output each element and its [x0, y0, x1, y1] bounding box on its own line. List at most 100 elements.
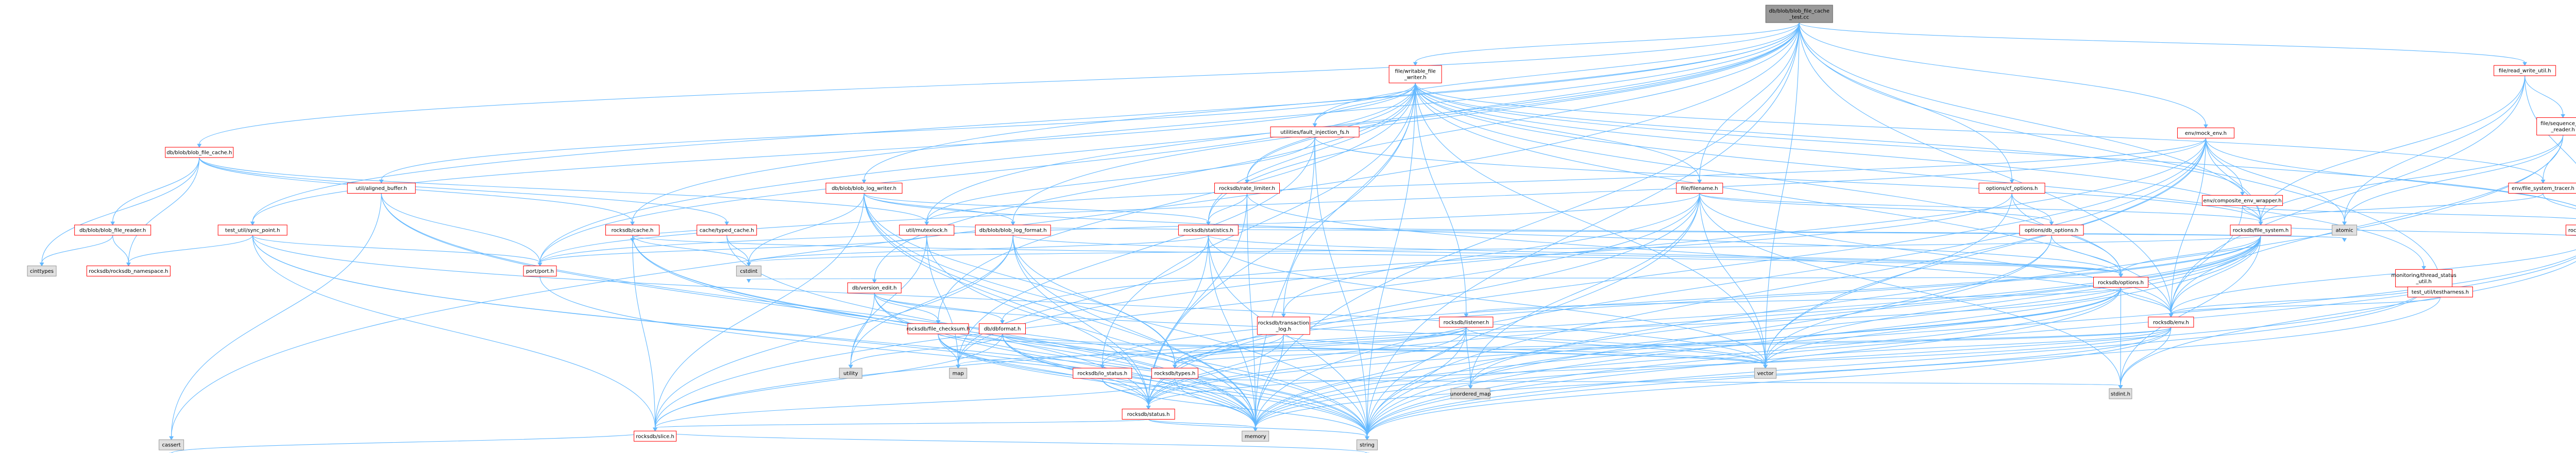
node-blf[interactable]: db/blob/blob_log_format.h — [975, 224, 1051, 236]
edge-types-to-stdint — [1174, 378, 2123, 389]
edge-seqfr-to-rfs — [2258, 135, 2564, 225]
edge-mockenv-to-map — [956, 138, 2206, 369]
edge-versionedit-to-fchecksum — [874, 293, 941, 324]
edge-renv-to-map — [956, 327, 2172, 369]
edge-rfs-to-ropts — [2119, 235, 2261, 278]
edge-renv-to-vector — [1763, 327, 2172, 369]
node-filename[interactable]: file/filename.h — [1676, 183, 1723, 194]
node-testharness[interactable]: test_util/testharness.h — [2407, 286, 2473, 298]
edge-rfs-to-types — [1172, 235, 2261, 369]
node-syncpt[interactable]: test_util/sync_point.h — [217, 224, 287, 236]
node-envwrap[interactable]: env/composite_env_wrapper.h — [2202, 195, 2283, 206]
edge-fwf-to-sysclock — [1415, 83, 2576, 206]
edge-blw-to-slice — [653, 193, 865, 432]
node-bfc[interactable]: db/blob/blob_file_cache.h — [165, 147, 234, 158]
node-label: cstdint — [740, 269, 757, 274]
node-blw[interactable]: db/blob/blob_log_writer.h — [825, 183, 903, 194]
node-mockenv[interactable]: env/mock_env.h — [2177, 127, 2234, 138]
edge-listener-to-iostatus — [1100, 327, 1467, 369]
node-cache[interactable]: rocksdb/cache.h — [605, 224, 660, 236]
edge-mockenv-to-renv — [2168, 138, 2206, 318]
node-blobfr[interactable]: db/blob/blob_file_reader.h — [74, 224, 151, 236]
node-label: rocksdb/listener.h — [1444, 320, 1489, 325]
node-mutexlock[interactable]: util/mutexlock.h — [899, 224, 955, 236]
edge-fault-to-mutexlock — [924, 137, 1315, 225]
node-status[interactable]: rocksdb/status.h — [1122, 409, 1175, 420]
edge-cache-to-status — [632, 235, 1151, 410]
node-fault[interactable]: utilities/fault_injection_fs.h — [1270, 126, 1360, 137]
node-label: string — [1360, 443, 1375, 448]
node-alignbuf[interactable]: util/aligned_buffer.h — [347, 183, 416, 194]
edge-rwu-to-rfs — [2258, 76, 2526, 225]
node-label: cache/typed_cache.h — [700, 228, 754, 234]
node-rfs[interactable]: rocksdb/file_system.h — [2230, 224, 2292, 236]
edge-seqfr-to-renv — [2168, 135, 2564, 318]
edge-slice-to-string — [655, 430, 1369, 453]
node-port[interactable]: port/port.h — [523, 265, 557, 276]
node-typedcache[interactable]: cache/typed_cache.h — [697, 224, 757, 236]
edge-root-to-mockenv — [1799, 22, 2208, 129]
edge-root-to-rfs — [1799, 22, 2263, 225]
edge-root-to-filename — [1697, 22, 1800, 184]
node-label: db/blob/blob_log_writer.h — [832, 186, 896, 191]
edge-root-to-bfc — [197, 22, 1800, 148]
node-sysclock[interactable]: rocksdb/system_clock.h — [2565, 224, 2576, 236]
node-fchecksum[interactable]: rocksdb/file_checksum.h — [907, 323, 970, 335]
edge-rfs-to-memory — [1253, 235, 2261, 432]
node-dbformat[interactable]: db/dbformat.h — [979, 323, 1026, 335]
edge-rfs-to-cstdint — [746, 235, 2261, 267]
edge-slice-to-cassert — [169, 430, 656, 453]
node-seqfr[interactable]: file/sequence_file_reader.h — [2536, 117, 2576, 135]
edge-fstracer-to-rfs — [2258, 193, 2544, 225]
edge-root-to-rwu — [1799, 22, 2528, 66]
node-versionedit[interactable]: db/version_edit.h — [847, 282, 902, 293]
node-fstracer[interactable]: env/file_system_tracer.h — [2508, 183, 2576, 194]
edge-root-to-fault — [1312, 22, 1800, 128]
edge-mutexlock-to-memory — [926, 235, 1258, 432]
node-label: rocksdb/system_clock.h — [2568, 228, 2576, 234]
edge-ropts-to-cstdint — [746, 276, 2121, 283]
node-fwf[interactable]: file/writable_file_writer.h — [1388, 65, 1442, 83]
node-ropts[interactable]: rocksdb/options.h — [2093, 276, 2149, 288]
node-label: rocksdb/options.h — [2098, 280, 2144, 286]
node-label: util/mutexlock.h — [906, 228, 947, 234]
edge-rwu-to-seqfr — [2524, 76, 2566, 118]
node-dbopts[interactable]: options/db_options.h — [2019, 224, 2084, 236]
node-listener[interactable]: rocksdb/listener.h — [1439, 317, 1494, 328]
edge-rfs-to-umap — [1468, 235, 2261, 389]
node-label: rocksdb/rocksdb_namespace.h — [89, 269, 168, 274]
node-threadstatus[interactable]: monitoring/thread_status_util.h — [2391, 269, 2456, 287]
node-cfopts[interactable]: options/cf_options.h — [1978, 183, 2045, 194]
node-renv[interactable]: rocksdb/env.h — [2148, 317, 2194, 328]
node-label: _writer.h — [1404, 75, 1427, 81]
edge-fwf-to-threadstatus — [1415, 83, 2426, 270]
node-label: file/sequence_file — [2540, 121, 2576, 127]
node-txnlog[interactable]: rocksdb/transaction_log.h — [1257, 317, 1310, 335]
node-label: memory — [1245, 434, 1266, 440]
node-label: rocksdb/io_status.h — [1077, 371, 1127, 377]
node-slice[interactable]: rocksdb/slice.h — [634, 430, 677, 442]
node-stats[interactable]: rocksdb/statistics.h — [1178, 224, 1239, 236]
edge-cache-to-slice — [632, 235, 657, 432]
edge-ropts-to-umap — [1468, 287, 2122, 389]
node-label: test_util/sync_point.h — [225, 228, 280, 234]
node-rwu[interactable]: file/read_write_util.h — [2494, 65, 2556, 76]
node-ns[interactable]: rocksdb/rocksdb_namespace.h — [86, 265, 171, 276]
edge-status-to-memory — [1148, 419, 1258, 432]
node-label: util/aligned_buffer.h — [356, 186, 408, 191]
node-ratelim[interactable]: rocksdb/rate_limiter.h — [1214, 183, 1280, 194]
edge-syncpt-to-string — [252, 235, 1369, 441]
node-iostatus[interactable]: rocksdb/io_status.h — [1073, 368, 1132, 379]
node-label: rocksdb/file_system.h — [2233, 228, 2289, 234]
edge-blobfr-to-ns — [112, 235, 131, 267]
edge-mockenv-to-envwrap — [2205, 138, 2245, 196]
edge-rwu-to-atomic — [2342, 76, 2526, 225]
edge-testharness-to-string — [1365, 297, 2441, 441]
edge-root-to-stats — [1206, 22, 1800, 225]
node-label: map — [953, 371, 964, 377]
edge-syncpt-to-port — [252, 235, 543, 267]
node-types[interactable]: rocksdb/types.h — [1151, 368, 1198, 379]
edge-port-to-string — [539, 276, 1369, 441]
node-root: db/blob/blob_file_cache_test.cc — [1765, 5, 1833, 23]
edge-bfc-to-cache — [199, 158, 635, 225]
